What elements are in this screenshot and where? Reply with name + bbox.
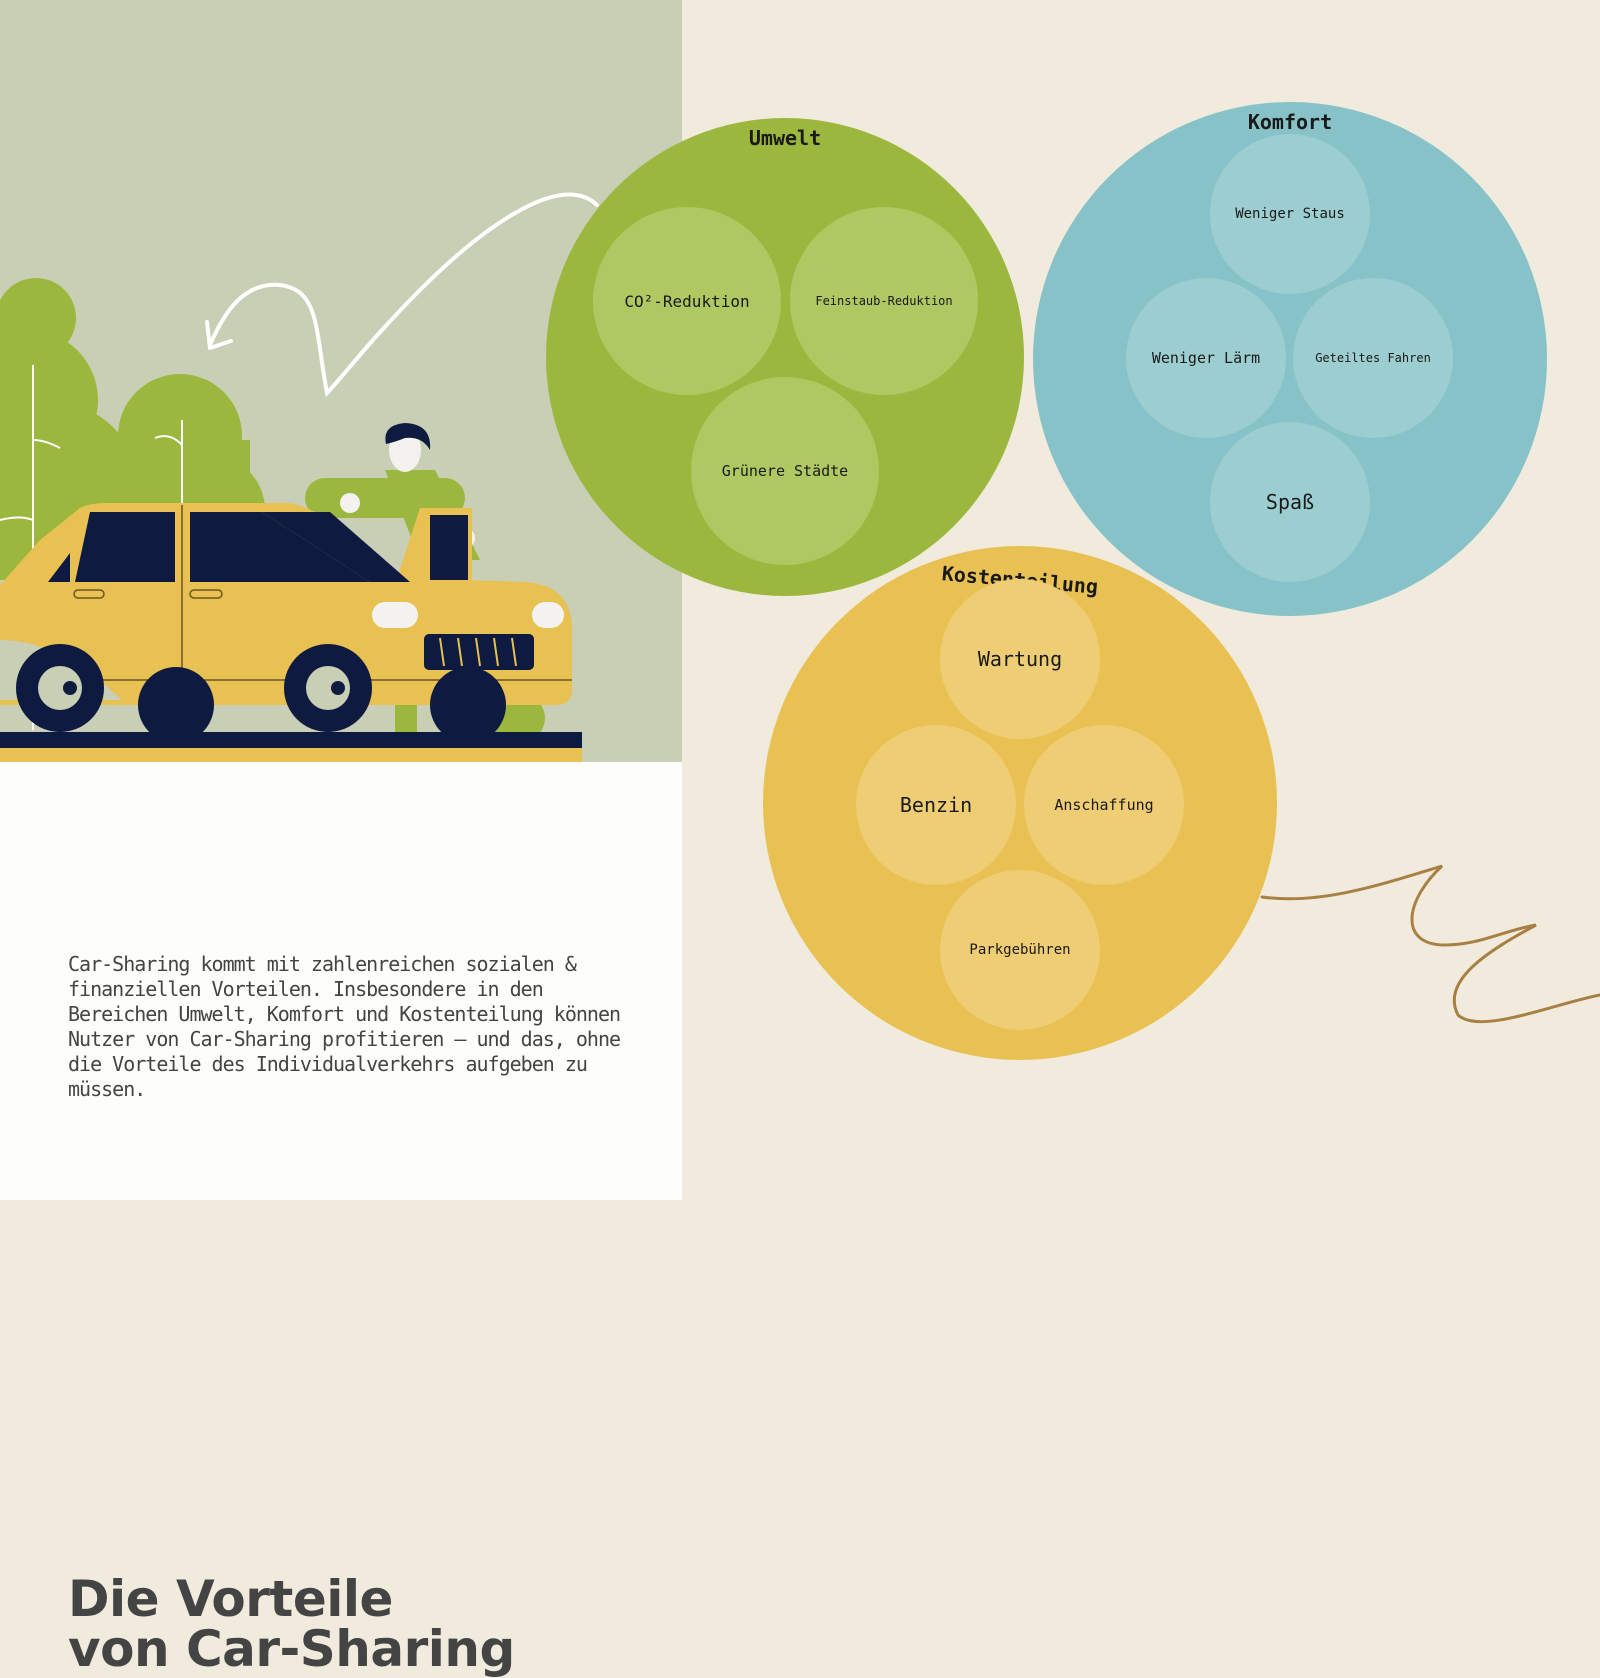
group-kostenteilung: Kostenteilung Wartung Benzin Anschaffung… bbox=[763, 546, 1277, 1060]
road-edge bbox=[0, 748, 582, 762]
kosten-item-wartung: Wartung bbox=[940, 579, 1100, 739]
komfort-item-weniger-staus: Weniger Staus bbox=[1210, 134, 1370, 294]
page-title-line2: von Car-Sharing bbox=[68, 1620, 515, 1678]
road bbox=[0, 732, 582, 748]
car bbox=[0, 503, 572, 743]
car-sharing-illustration bbox=[0, 278, 582, 762]
group-komfort-title: Komfort bbox=[1247, 110, 1333, 134]
group-umwelt-title: Umwelt bbox=[748, 126, 822, 150]
komfort-item-weniger-laerm: Weniger Lärm bbox=[1126, 278, 1286, 438]
kosten-item-parkgebuehren: Parkgebühren bbox=[940, 870, 1100, 1030]
page-title-line1: Die Vorteile bbox=[68, 1570, 393, 1628]
brown-squiggle bbox=[1260, 864, 1600, 1024]
kosten-item-anschaffung: Anschaffung bbox=[1024, 725, 1184, 885]
intro-paragraph: Car-Sharing kommt mit zahlenreichen sozi… bbox=[68, 952, 621, 1101]
group-komfort: Komfort Weniger Staus Weniger Lärm Getei… bbox=[1033, 102, 1547, 616]
komfort-item-geteiltes-fahren: Geteiltes Fahren bbox=[1293, 278, 1453, 438]
page-title: Die Vorteile von Car-Sharing bbox=[68, 1574, 515, 1674]
umwelt-item-feinstaub: Feinstaub-Reduktion bbox=[790, 207, 978, 395]
group-umwelt: Umwelt CO²-Reduktion Feinstaub-Reduktion… bbox=[546, 118, 1024, 596]
umwelt-item-co2: CO²-Reduktion bbox=[593, 207, 781, 395]
umwelt-item-gruenere-staedte: Grünere Städte bbox=[691, 377, 879, 565]
komfort-item-spass: Spaß bbox=[1210, 422, 1370, 582]
kosten-item-benzin: Benzin bbox=[856, 725, 1016, 885]
